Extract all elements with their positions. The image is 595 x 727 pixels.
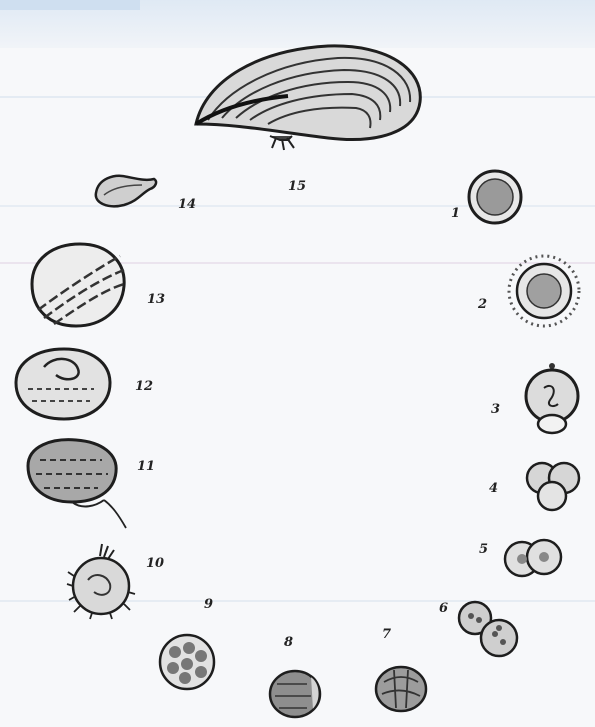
blastula-figure [267,666,327,720]
stage-label-9: 9 [204,598,213,611]
stage-label-11: 11 [137,460,155,473]
stage-label-8: 8 [284,636,293,649]
stage-label-10: 10 [146,557,164,570]
stage-label-6: 6 [439,602,448,615]
two-cell-stage-figure [502,533,564,583]
stage-label-13: 13 [147,293,165,306]
stage-label-15: 15 [288,180,306,193]
stage-label-12: 12 [135,380,153,393]
veliger-figure [22,436,134,532]
trochophore-figure [66,540,136,620]
stage-label-3: 3 [491,403,500,416]
stage-label-14: 14 [178,198,196,211]
fertilized-egg-figure [505,252,583,330]
scan-tab-mark [0,0,140,10]
morula-figure [372,662,430,714]
stage-label-2: 2 [478,298,487,311]
polar-body-stage-figure [522,360,582,438]
egg-figure [465,167,525,227]
adult-mussel-figure [188,40,428,152]
early-cleavage-figure [522,458,584,514]
gastrula-figure [155,632,219,692]
stage-label-7: 7 [382,628,391,641]
spat-figure [28,240,130,330]
stage-label-5: 5 [479,543,488,556]
pediveliger-figure [10,345,116,423]
juvenile-mussel-figure [92,171,162,211]
cleavage-cluster-figure [455,598,527,662]
stage-label-4: 4 [489,482,498,495]
stage-label-1: 1 [451,207,460,220]
